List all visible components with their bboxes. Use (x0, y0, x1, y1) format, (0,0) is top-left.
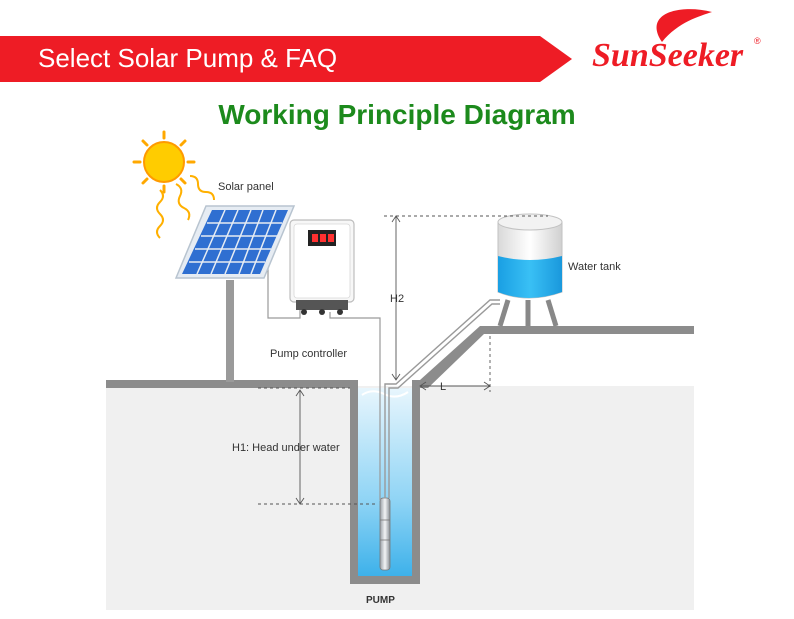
water-pipe (384, 299, 500, 498)
h1-label: H1: Head under water (232, 442, 340, 454)
h2-dimension (384, 215, 548, 381)
h2-label: H2 (390, 293, 404, 305)
diagram-title: Working Principle Diagram (218, 99, 576, 130)
logo-text: SunSeeker (592, 37, 744, 74)
well-bottom (350, 576, 420, 584)
water-tank-icon (497, 213, 563, 327)
water-tank-label: Water tank (568, 261, 621, 273)
ground-surface-left (106, 380, 352, 388)
banner-title: Select Solar Pump & FAQ (38, 43, 338, 73)
sun-icon (132, 130, 215, 239)
solar-panel-icon (174, 205, 296, 382)
pump-label: PUMP (366, 595, 395, 606)
controller-to-pump-cable (329, 312, 381, 500)
pump-controller-label: Pump controller (270, 348, 347, 360)
l-label: L (440, 381, 446, 393)
ground-surface-right (420, 326, 694, 388)
h1-dimension (258, 387, 378, 505)
sunseeker-logo: SunSeeker ® (592, 9, 761, 74)
logo-registered-mark: ® (754, 36, 761, 46)
l-dimension (419, 336, 491, 392)
solar-panel-label: Solar panel (218, 181, 274, 193)
well-wall-left (350, 380, 358, 584)
well-wall-right (412, 380, 420, 584)
pump-icon (379, 497, 391, 571)
header-banner (0, 36, 572, 82)
pump-controller-icon (289, 219, 355, 315)
logo-swoosh-icon (656, 9, 712, 42)
